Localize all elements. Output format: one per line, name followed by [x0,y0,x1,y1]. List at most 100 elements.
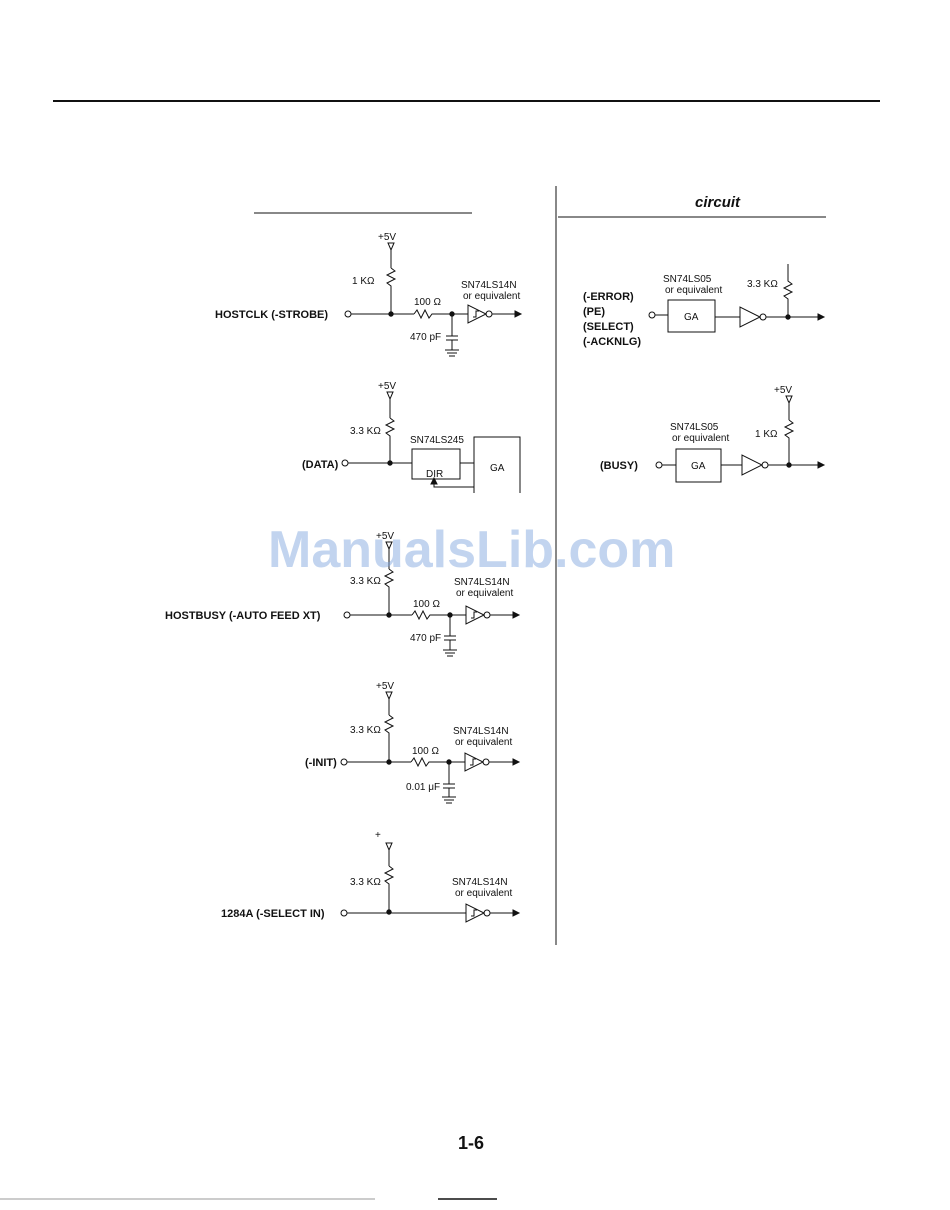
signal-label: (DATA) [302,459,339,471]
resistor-pullup [383,568,395,615]
series-resistor-label: 100 Ω [413,599,440,610]
series-resistor [411,609,466,621]
supply-arrow-icon [385,541,393,569]
signal-label: (BUSY) [600,460,638,472]
schmitt-inverter-icon [465,903,486,923]
resistor-label: 1 KΩ [352,276,375,287]
signal-label: HOSTCLK (-STROBE) [215,309,328,321]
circuit-status-outputs: (-ERROR) (PE) (SELECT) (-ACKNLG) GA SN74… [583,264,826,348]
supply-arrow-icon [785,395,793,420]
resistor-pullup [383,865,395,912]
supply-label: +5V [378,232,396,243]
supply-label: +5V [774,385,792,396]
feedback-arrow-icon [430,476,438,485]
circuit-init: +5V 3.3 KΩ (-INIT) 100 Ω 0.01 μF SN74LS1… [305,681,521,804]
resistor-label: 1 KΩ [755,429,778,440]
resistor-label: 3.3 KΩ [350,877,381,888]
supply-arrow-icon [385,691,393,715]
chip-note: or equivalent [455,888,512,899]
series-resistor-label: 100 Ω [412,746,439,757]
output-arrow-icon [512,611,521,619]
resistor-label: 3.3 KΩ [747,279,778,290]
chip-label: SN74LS05 [670,422,719,433]
chip-label: SN74LS14N [454,577,510,588]
page-number: 1-6 [458,1133,485,1153]
circuit-busy-output: +5V 1 KΩ (BUSY) GA SN74LS05 or equivalen… [600,385,826,483]
capacitor [445,314,459,357]
capacitor-label: 0.01 μF [406,782,440,793]
right-heading: circuit [695,194,741,211]
ga-block [473,436,521,493]
chip-note: or equivalent [672,433,729,444]
resistor-pullup [783,419,795,465]
chip-label: SN74LS245 [410,435,464,446]
chip-label: SN74LS14N [453,726,509,737]
output-arrow-icon [514,310,523,318]
ga-label: GA [684,312,699,323]
schmitt-inverter-icon [467,304,488,324]
supply-label: + [375,830,381,841]
resistor-label: 3.3 KΩ [350,725,381,736]
supply-label: +5V [378,381,396,392]
ga-label: GA [691,461,706,472]
circuit-select-in: + 3.3 KΩ 1284A (-SELECT IN) SN74LS14N or… [221,830,521,923]
signal-label-pe: (PE) [583,306,605,318]
signal-label: (-INIT) [305,757,337,769]
signal-label-acknlg: (-ACKNLG) [583,336,641,348]
series-resistor [410,756,465,768]
output-arrow-icon [817,461,826,469]
chip-label: SN74LS14N [461,280,517,291]
supply-label: +5V [376,531,394,542]
resistor-pullup [782,264,794,317]
chip-label: SN74LS05 [663,274,712,285]
circuit-hostbusy: +5V 3.3 KΩ HOSTBUSY (-AUTO FEED XT) 100 … [165,531,521,657]
capacitor [443,615,457,657]
supply-arrow-icon [386,391,394,418]
supply-label: +5V [376,681,394,692]
input-terminal [340,909,348,917]
chip-note: or equivalent [455,737,512,748]
capacitor-label: 470 pF [410,633,441,644]
output-arrow-icon [512,758,521,766]
series-resistor-label: 100 Ω [414,297,441,308]
circuit-hostclk: +5V 1 KΩ HOSTCLK (-STROBE) 100 Ω 470 pF … [215,232,523,357]
circuit-data: +5V 3.3 KΩ (DATA) DIR SN74LS245 GA [302,381,521,493]
ga-block [667,299,716,333]
supply-arrow-icon [387,242,395,268]
dir-label: DIR [426,469,443,480]
supply-arrow-icon [385,842,393,866]
resistor-label: 3.3 KΩ [350,576,381,587]
dir-feedback [433,480,475,488]
input-terminal [344,310,352,318]
resistor-pullup [383,714,395,762]
signal-label: HOSTBUSY (-AUTO FEED XT) [165,610,321,622]
watermark: ManualsLib.com [268,521,676,579]
chip-label: SN74LS14N [452,877,508,888]
output-arrow-icon [817,313,826,321]
schmitt-inverter-icon [464,752,485,772]
input-terminal [340,758,348,766]
capacitor [442,762,456,804]
ga-label: GA [490,463,505,474]
input-terminal [341,459,349,467]
input-terminal [655,461,663,469]
inverter-icon [741,454,764,476]
input-terminal [343,611,351,619]
signal-label-error: (-ERROR) [583,291,634,303]
chip-note: or equivalent [463,291,520,302]
series-resistor [413,308,468,320]
signal-label: 1284A (-SELECT IN) [221,908,325,920]
schmitt-inverter-icon [465,605,486,625]
resistor-label: 3.3 KΩ [350,426,381,437]
resistor-pullup [384,417,396,463]
input-terminal [648,311,656,319]
resistor-pullup [385,267,397,314]
inverter-icon [739,306,762,328]
signal-label-select: (SELECT) [583,321,634,333]
capacitor-label: 470 pF [410,332,441,343]
buffer-chip [411,448,461,480]
chip-note: or equivalent [665,285,722,296]
chip-note: or equivalent [456,588,513,599]
output-arrow-icon [512,909,521,917]
